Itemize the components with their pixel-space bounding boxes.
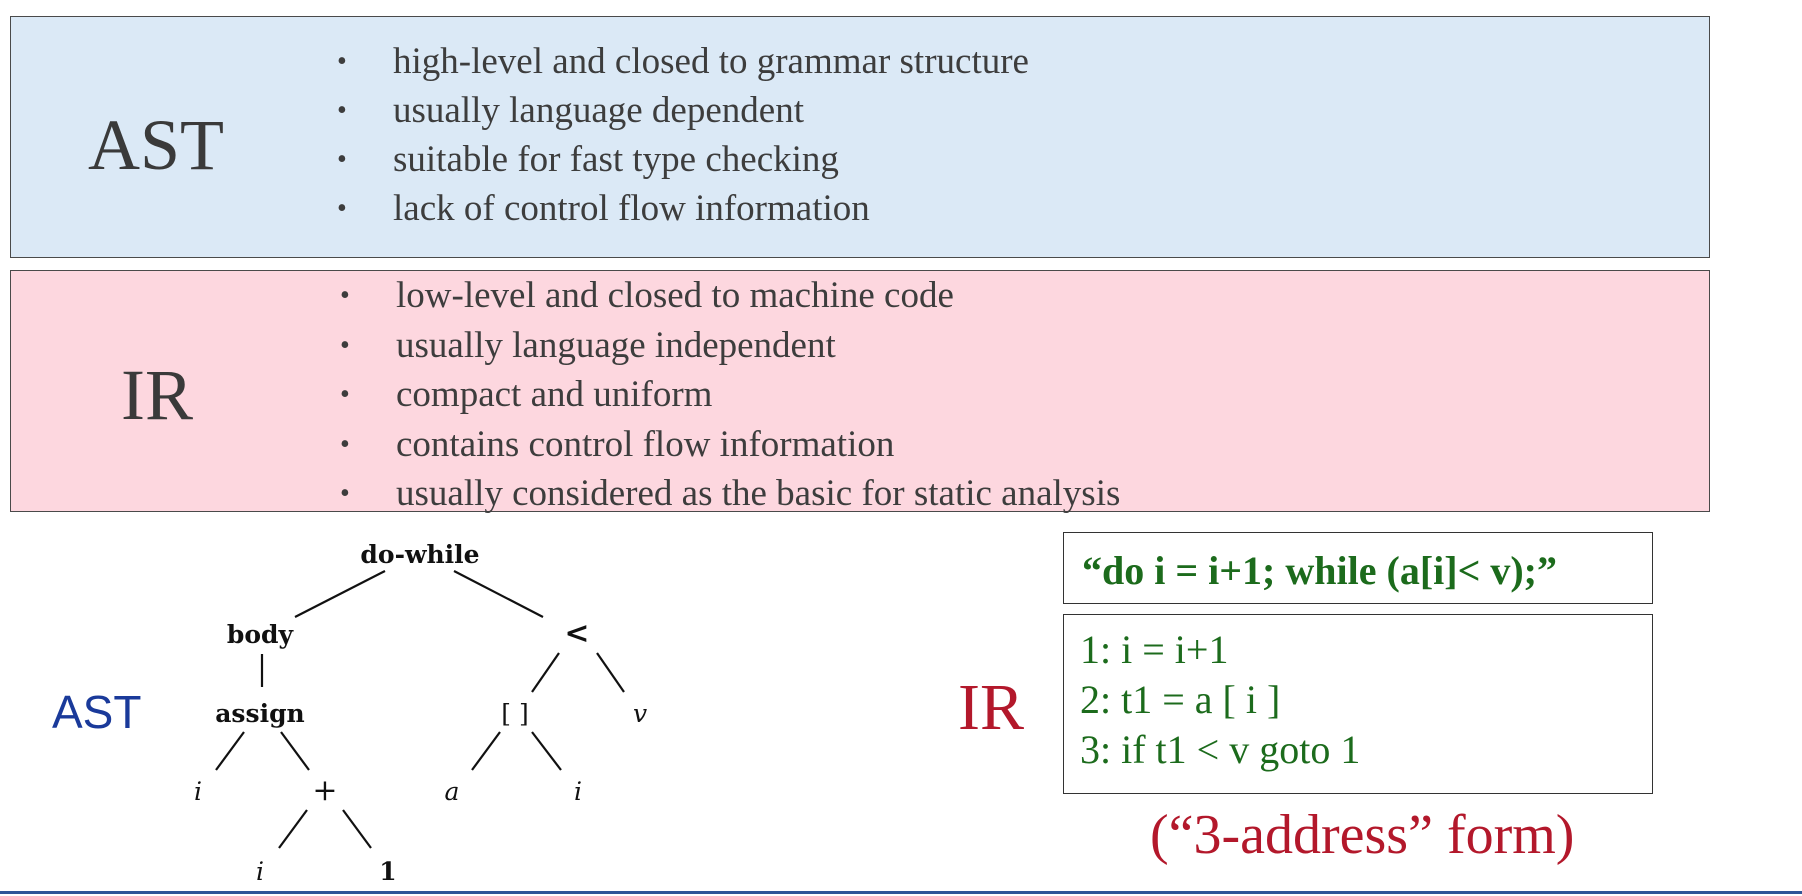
ir-bullet-text: contains control flow information <box>396 423 895 465</box>
source-code-box: “do i = i+1; while (a[i]< v);” <box>1063 532 1653 604</box>
ast-example-label: AST <box>52 686 142 738</box>
ir-bullet-item: • low-level and closed to machine code <box>340 271 1120 321</box>
ast-bullet-item: • suitable for fast type checking <box>337 135 1029 184</box>
bullet-icon: • <box>337 46 347 77</box>
ir-bullet-item: • usually considered as the basic for sta… <box>340 469 1120 519</box>
tree-edge <box>278 809 308 849</box>
bullet-icon: • <box>337 193 347 224</box>
ir-bullet-text: low-level and closed to machine code <box>396 275 954 316</box>
ast-bullet-list: • high-level and closed to grammar struct… <box>337 37 1029 233</box>
tree-edge <box>453 570 544 618</box>
tree-node-plus: + <box>312 773 337 808</box>
tree-edge <box>342 809 372 849</box>
tree-edge <box>596 652 625 693</box>
ir-panel-title: IR <box>121 355 193 435</box>
bullet-icon: • <box>337 95 347 126</box>
ir-bullet-text: usually considered as the basic for stat… <box>396 473 1121 514</box>
bullet-icon: • <box>340 329 350 361</box>
ir-bullet-text: compact and uniform <box>396 374 713 415</box>
ast-tree-diagram: do-while body < assign [ ] v i + a i i 1 <box>194 540 647 886</box>
ast-bullet-text: usually language dependent <box>393 90 804 131</box>
code-line: 1: i = i+1 <box>1080 627 1229 672</box>
tree-node-i: i <box>194 777 202 806</box>
bullet-icon: • <box>340 379 350 410</box>
tree-node-assign: assign <box>215 699 305 728</box>
ast-panel: AST • high-level and closed to grammar st… <box>10 16 1710 258</box>
tree-node-do-while: do-while <box>360 540 479 569</box>
bullet-icon: • <box>337 144 347 175</box>
ast-bullet-text: suitable for fast type checking <box>393 139 839 180</box>
ir-bullet-list: • low-level and closed to machine code • u… <box>340 271 1120 519</box>
code-line: 3: if t1 < v goto 1 <box>1080 727 1361 772</box>
ast-bullet-item: • lack of control flow information <box>337 184 1029 233</box>
code-line: 2: t1 = a [ i ] <box>1080 677 1281 722</box>
tree-node-body: body <box>227 620 295 649</box>
ast-bullet-text: lack of control flow information <box>393 188 870 229</box>
tree-edge <box>471 731 501 771</box>
tree-node-v: v <box>633 699 647 728</box>
tree-edge <box>280 731 310 771</box>
ast-bullet-item: • usually language dependent <box>337 86 1029 135</box>
tree-edge <box>215 731 245 771</box>
bullet-icon: • <box>340 478 350 509</box>
tree-edge <box>531 652 560 693</box>
form-caption: (“3-address” form) <box>1150 804 1575 866</box>
ast-bullet-item: • high-level and closed to grammar struct… <box>337 37 1029 86</box>
tree-node-one: 1 <box>379 857 396 886</box>
bullet-icon: • <box>340 280 350 311</box>
ir-example-label: IR <box>958 671 1024 744</box>
three-address-code-box: 1: i = i+1 2: t1 = a [ i ] 3: if t1 < v … <box>1063 614 1653 794</box>
ir-bullet-item: • contains control flow information <box>340 420 1120 470</box>
ir-bullet-item: • usually language independent <box>340 321 1120 371</box>
ast-panel-title: AST <box>88 105 225 185</box>
tree-node-i: i <box>574 777 582 806</box>
ir-panel: IR • low-level and closed to machine code… <box>10 270 1710 514</box>
ir-bullet-text: usually language independent <box>396 324 836 366</box>
bullet-icon: • <box>340 428 350 460</box>
source-code-text: “do i = i+1; while (a[i]< v);” <box>1082 548 1557 593</box>
tree-node-a: a <box>445 777 460 806</box>
bottom-divider <box>0 891 1802 894</box>
tree-edge <box>531 731 562 771</box>
tree-node-i: i <box>256 857 264 886</box>
ast-bullet-text: high-level and closed to grammar structu… <box>393 41 1029 82</box>
tree-node-index: [ ] <box>501 699 528 728</box>
tree-edge <box>294 570 386 618</box>
tree-node-less-than: < <box>564 616 589 651</box>
ir-bullet-item: • compact and uniform <box>340 370 1120 420</box>
